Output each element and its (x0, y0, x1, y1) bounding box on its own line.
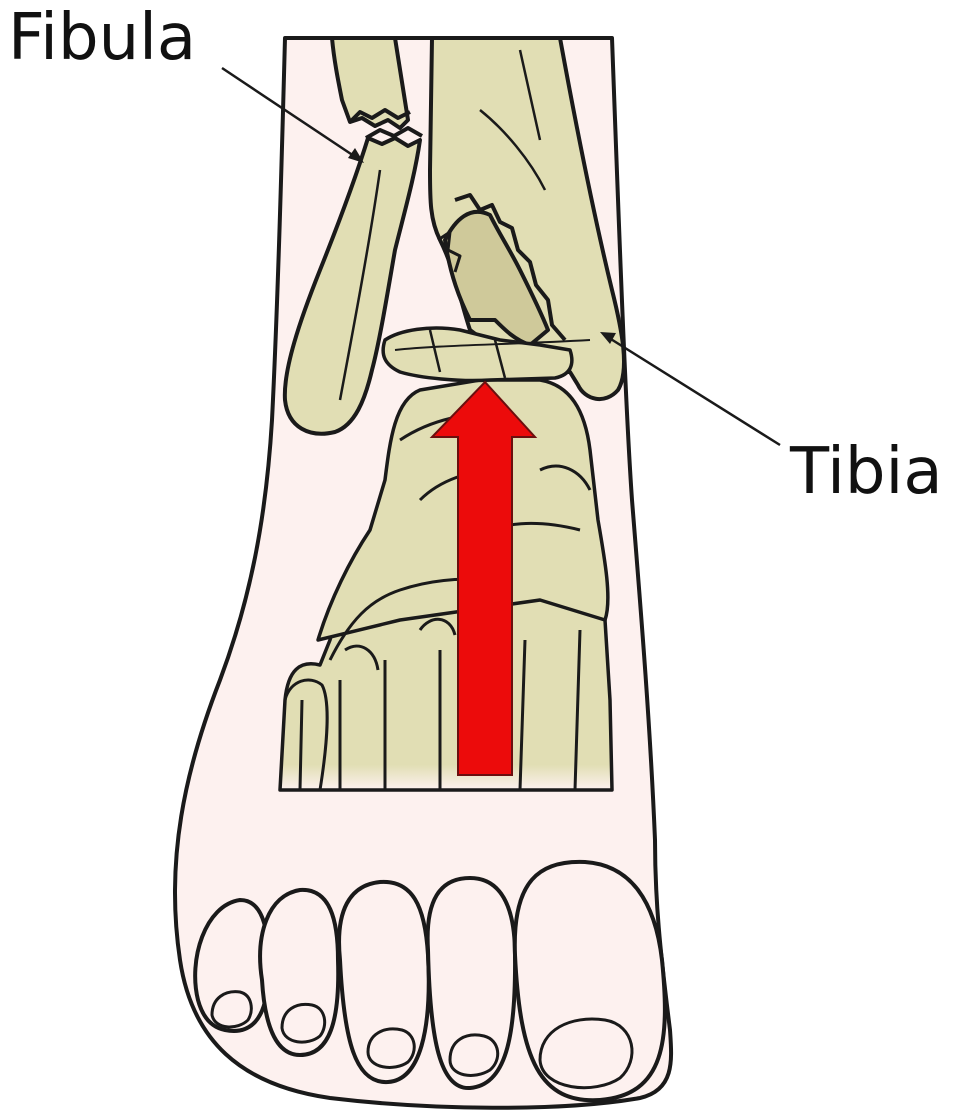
fibula-label: Fibula (8, 6, 196, 70)
tibia-leader-line (606, 336, 780, 445)
tibia-label: Tibia (790, 440, 943, 504)
toe-2 (428, 878, 515, 1088)
toe-1 (515, 862, 665, 1100)
toe-4 (260, 890, 338, 1055)
